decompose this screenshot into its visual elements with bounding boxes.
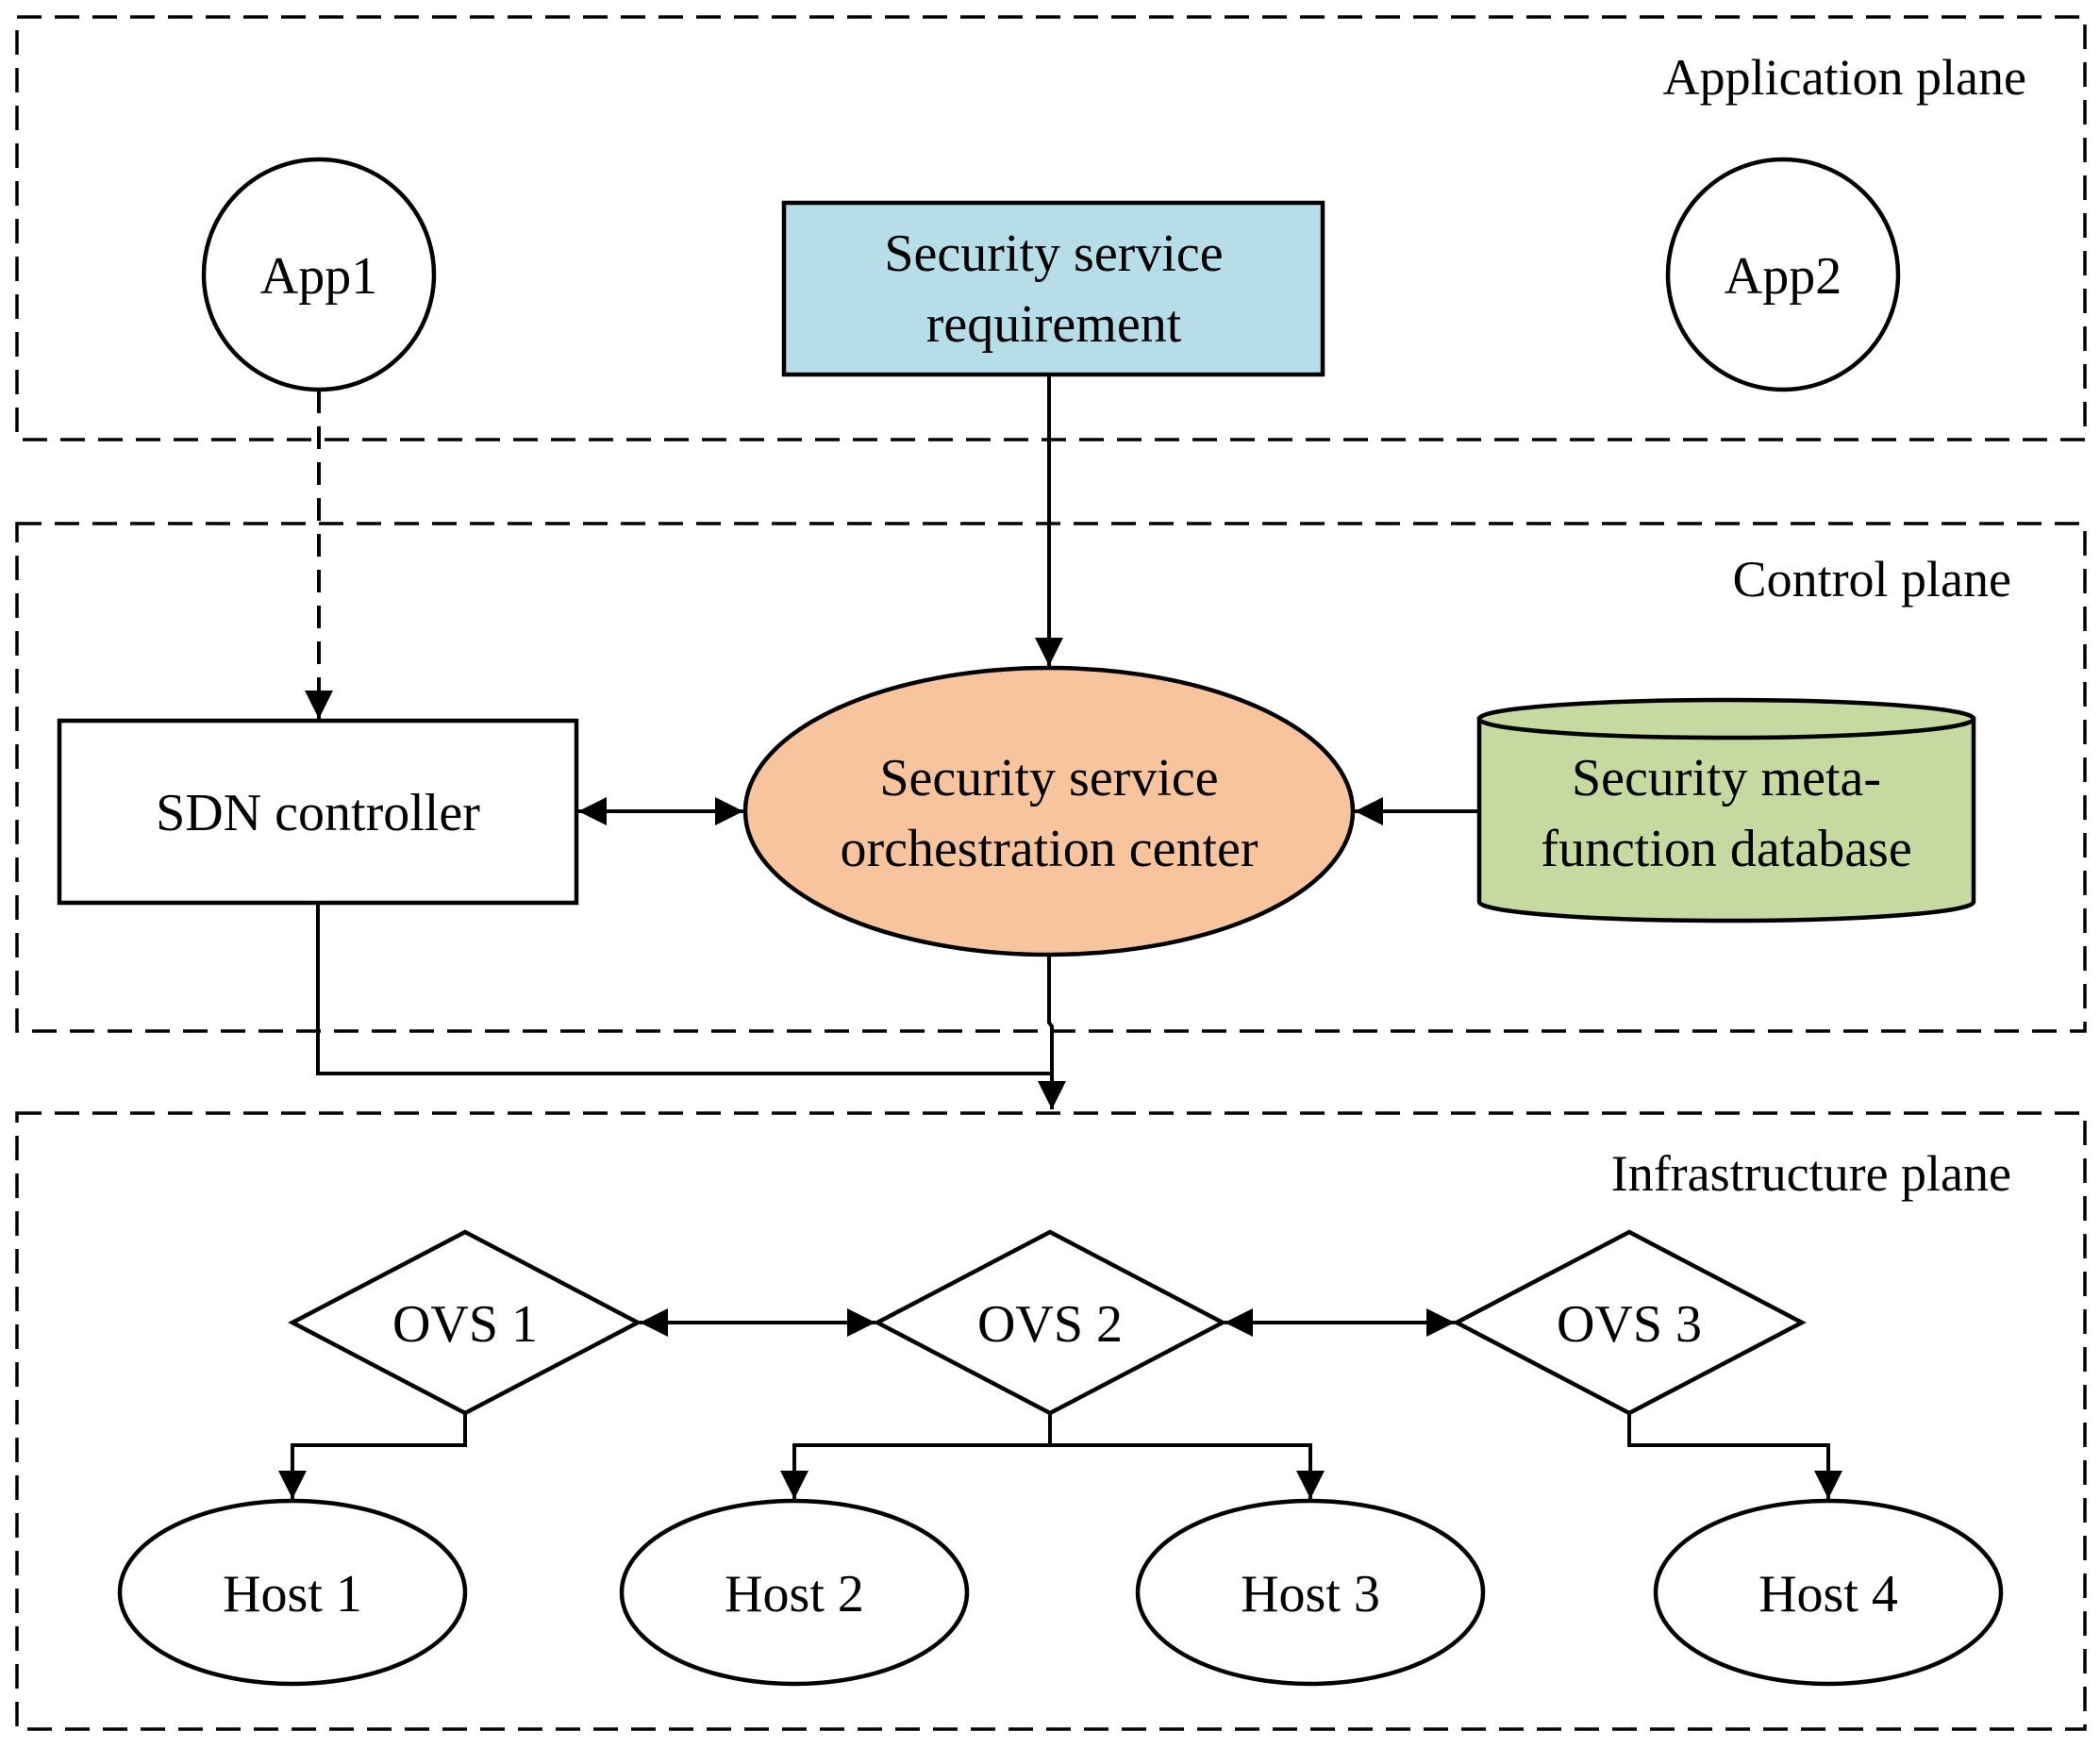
ovs-1-label: OVS 1 [392, 1295, 538, 1354]
host-3-label: Host 3 [1241, 1565, 1380, 1623]
orchestration-label-line1: Security service [879, 749, 1218, 807]
app2-circle [1665, 157, 1901, 392]
host-1-label: Host 1 [223, 1565, 362, 1623]
arrow-ovs2-to-host2 [780, 1443, 1050, 1499]
host-2-label: Host 2 [725, 1565, 864, 1623]
host-3-ellipse [1135, 1498, 1486, 1687]
database-top [1476, 697, 1976, 741]
host-4-label: Host 4 [1758, 1565, 1898, 1623]
infrastructure-plane-label: Infrastructure plane [1611, 1145, 2011, 1202]
requirement-label-line1: Security service [884, 225, 1223, 283]
app2-node[interactable]: App2 [1665, 157, 1901, 392]
host-3-node[interactable]: Host 3 [1135, 1498, 1486, 1687]
host-1-node[interactable]: Host 1 [117, 1498, 468, 1687]
line-orchestration-down [1047, 955, 1054, 1074]
ovs-3-node[interactable]: OVS 3 [1452, 1229, 1807, 1416]
ovs-2-node[interactable]: OVS 2 [873, 1229, 1227, 1416]
requirement-node[interactable]: Security service requirement [781, 200, 1325, 377]
sdn-controller-label: SDN controller [156, 784, 480, 842]
ovs-2-label: OVS 2 [977, 1295, 1123, 1354]
app1-label: App1 [260, 247, 377, 306]
host-2-node[interactable]: Host 2 [619, 1498, 970, 1687]
sdn-controller-node[interactable]: SDN controller [57, 718, 579, 906]
host-2-ellipse [619, 1498, 970, 1687]
host-4-ellipse [1653, 1498, 2004, 1687]
app1-circle [201, 157, 437, 392]
arrow-ovs1-to-host1 [278, 1413, 467, 1499]
infrastructure-plane-box [15, 1111, 2087, 1731]
host-4-node[interactable]: Host 4 [1653, 1498, 2004, 1687]
control-plane-label: Control plane [1733, 551, 2011, 608]
database-label-line1: Security meta- [1572, 749, 1881, 807]
arrow-ovs3-to-host4 [1627, 1413, 1842, 1499]
orchestration-center-ellipse [742, 665, 1356, 957]
ovs-1-node[interactable]: OVS 1 [288, 1229, 642, 1416]
app1-node[interactable]: App1 [201, 157, 437, 392]
orchestration-center-node[interactable]: Security service orchestration center [742, 665, 1356, 957]
orchestration-label-line2: orchestration center [840, 820, 1258, 878]
requirement-label-line2: requirement [926, 295, 1182, 354]
database-label-line2: function database [1541, 820, 1911, 878]
host-1-ellipse [117, 1498, 468, 1687]
requirement-box [781, 200, 1325, 377]
sdn-controller-box [57, 718, 579, 906]
arrow-ovs2-to-host3 [1050, 1443, 1325, 1499]
ovs-3-label: OVS 3 [1557, 1295, 1702, 1354]
database-body [1476, 716, 1976, 924]
cylinder-database-icon [1476, 697, 1976, 924]
database-node[interactable]: Security meta- function database [1476, 697, 1976, 924]
application-plane-label: Application plane [1663, 49, 2026, 106]
arrow-control-to-infrastructure [316, 904, 1066, 1109]
app2-label: App2 [1725, 247, 1842, 306]
